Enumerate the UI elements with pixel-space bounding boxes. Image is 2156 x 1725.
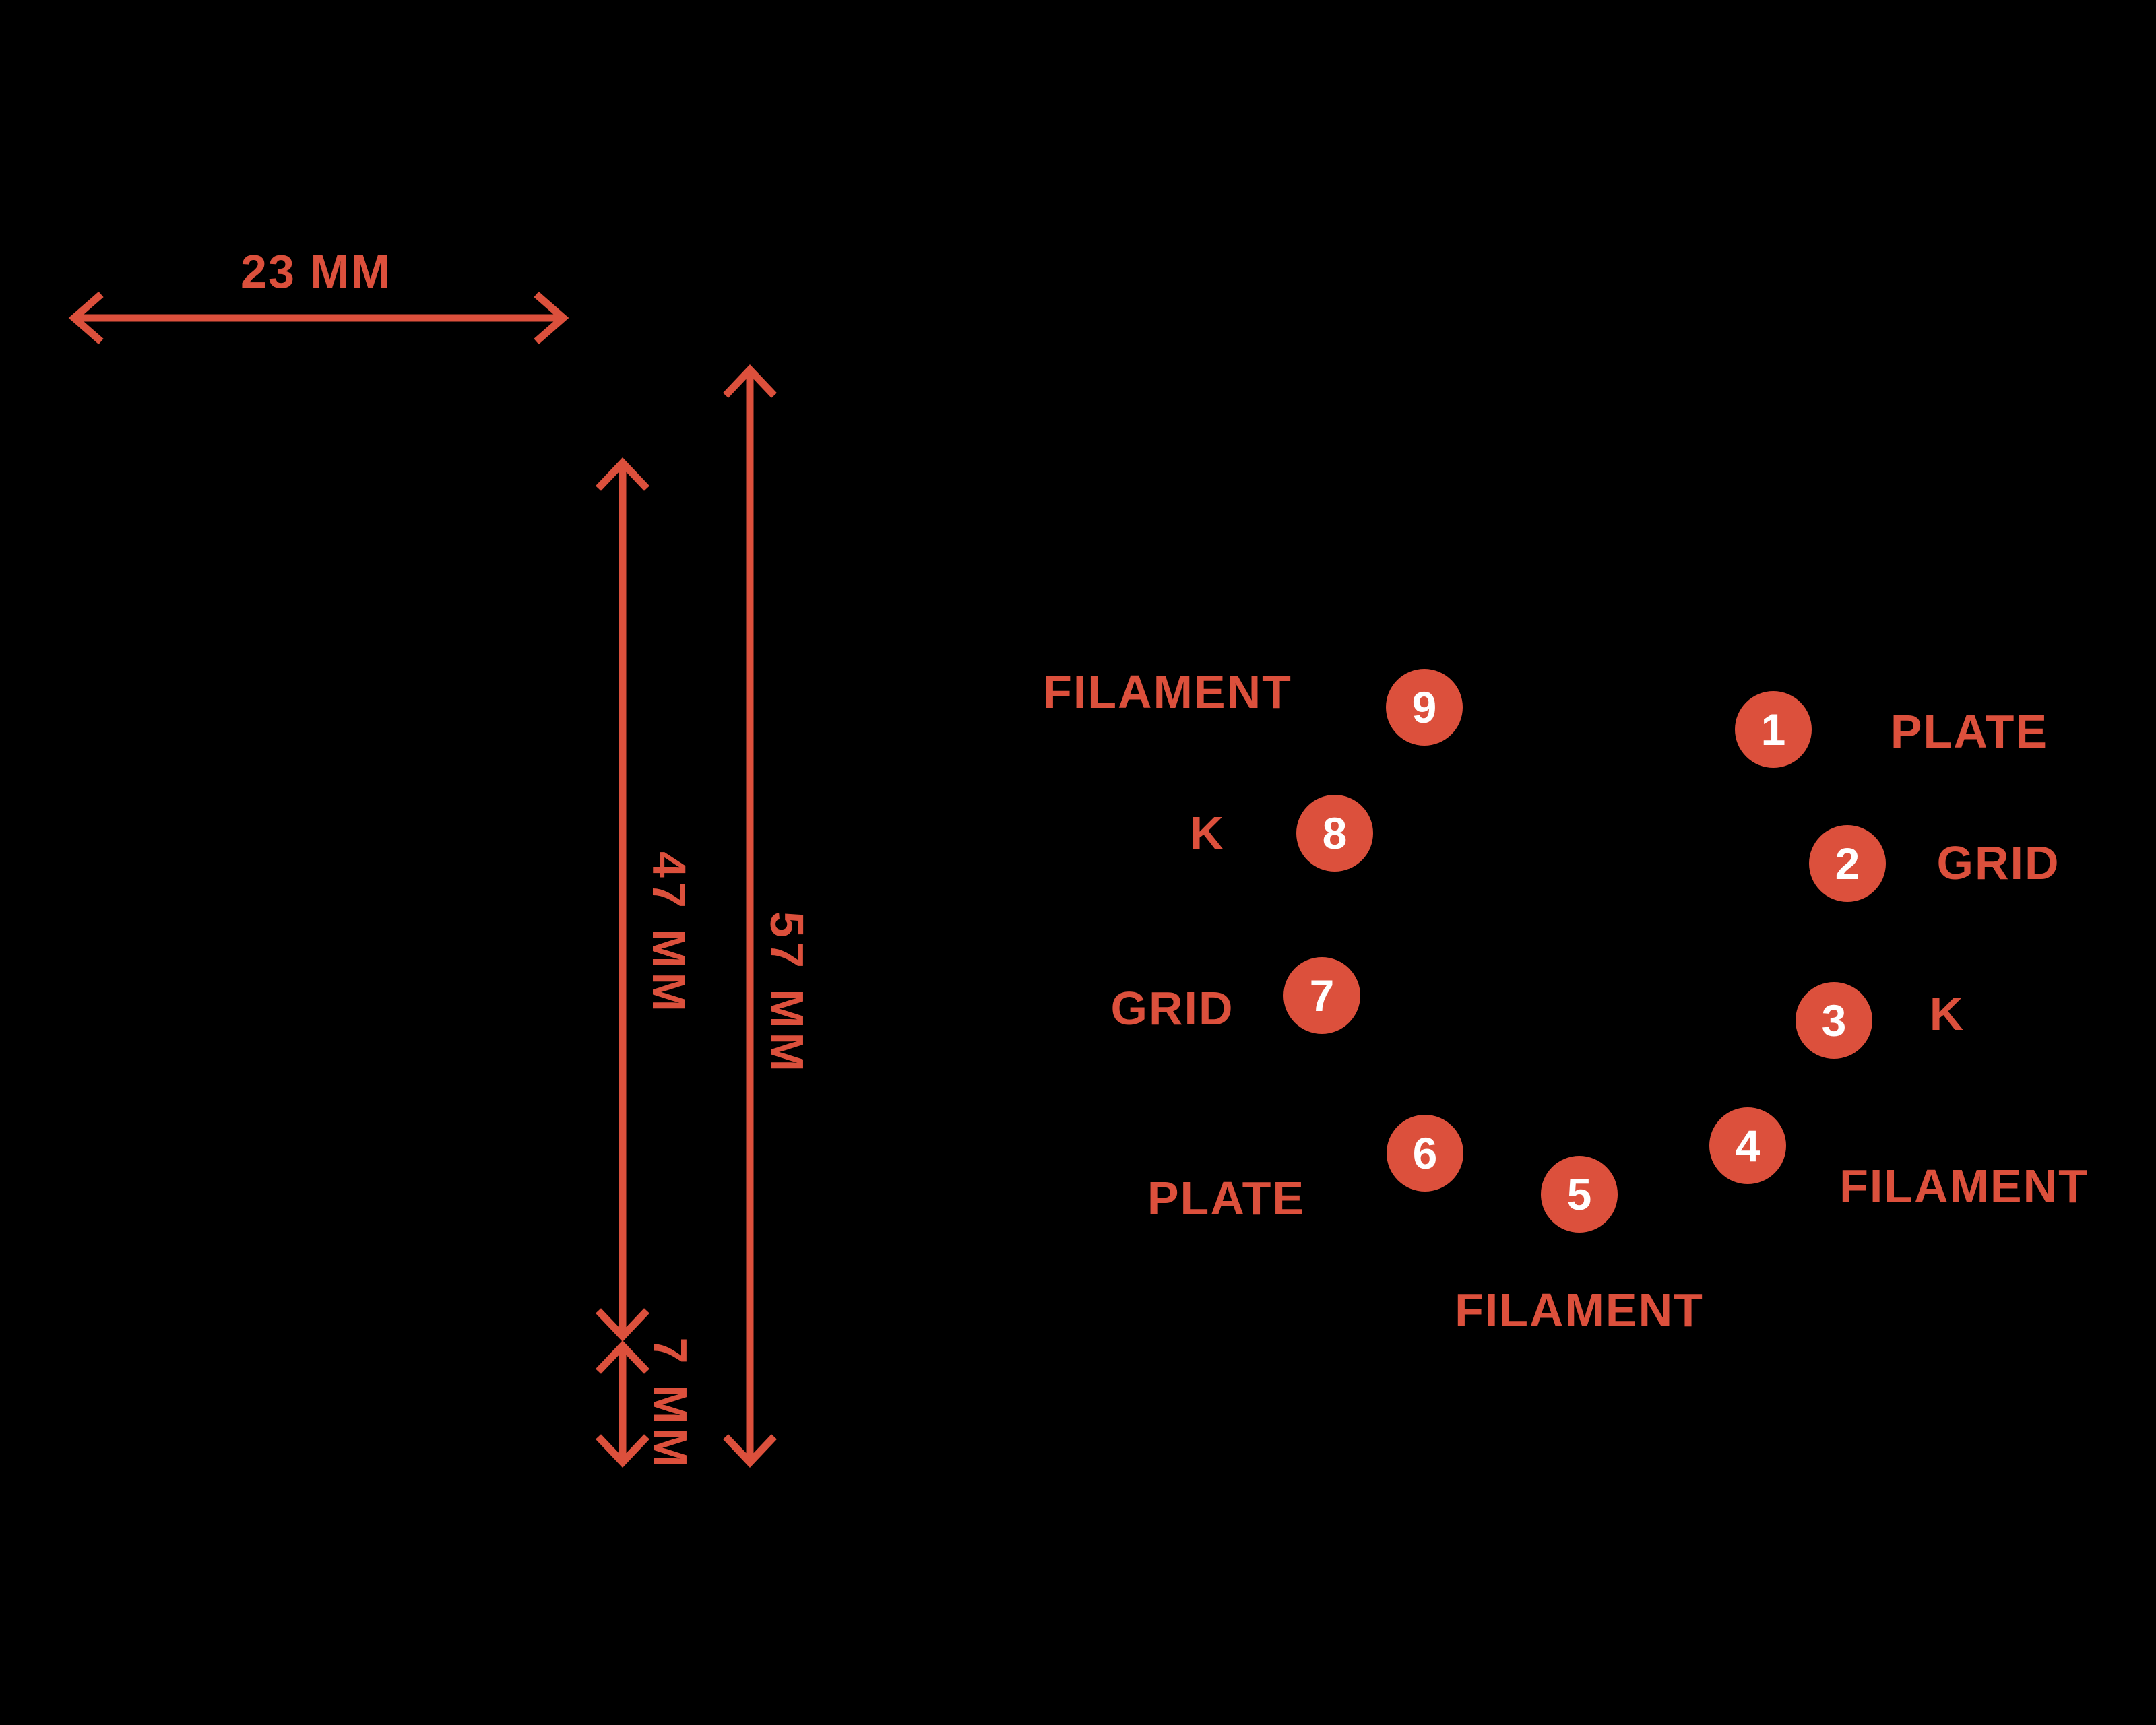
- total-height-dimension-arrow: [723, 364, 777, 1468]
- body-height-arrowhead-top-icon: [596, 457, 649, 491]
- pin-badge-7: 7: [1283, 957, 1360, 1034]
- pin-label-8-k: K: [1189, 807, 1226, 859]
- body-height-dimension-arrow: [596, 457, 649, 1342]
- base-height-dimension-label: 7 MM: [644, 1337, 697, 1472]
- pin-badge-2: 2: [1809, 825, 1886, 902]
- pin-label-6-plate: PLATE: [1147, 1172, 1306, 1225]
- pin-badge-5: 5: [1541, 1156, 1618, 1233]
- pin-badge-6: 6: [1387, 1115, 1463, 1192]
- width-dimension-arrow: [68, 291, 569, 345]
- width-arrowhead-left-icon: [68, 291, 104, 345]
- pin-badge-4: 4: [1709, 1107, 1786, 1184]
- pin-badge-9: 9: [1386, 669, 1463, 746]
- base-height-arrowhead-top-icon: [596, 1340, 649, 1374]
- pin-label-1-plate: PLATE: [1890, 705, 2049, 758]
- pin-label-5-filament: FILAMENT: [1455, 1284, 1704, 1336]
- pin-badge-3: 3: [1796, 982, 1872, 1059]
- width-dimension-label: 23 MM: [241, 245, 391, 298]
- pin-label-9-filament: FILAMENT: [1043, 665, 1292, 718]
- body-height-arrowhead-bottom-icon: [596, 1308, 649, 1342]
- total-height-dimension-label: 57 MM: [761, 911, 813, 1076]
- pin-badge-1: 1: [1735, 691, 1812, 768]
- body-height-dimension-label: 47 MM: [643, 851, 695, 1016]
- pin-label-7-grid: GRID: [1110, 982, 1234, 1035]
- pin-label-2-grid: GRID: [1936, 837, 2060, 889]
- pin-label-4-filament: FILAMENT: [1839, 1160, 2089, 1212]
- width-arrowhead-right-icon: [534, 291, 569, 345]
- pin-badge-8: 8: [1296, 795, 1373, 872]
- total-height-arrowhead-bottom-icon: [723, 1434, 777, 1468]
- pin-label-3-k: K: [1929, 987, 1965, 1040]
- base-height-arrowhead-bottom-icon: [596, 1434, 649, 1468]
- base-height-dimension-arrow: [596, 1340, 649, 1468]
- total-height-arrowhead-top-icon: [723, 364, 777, 398]
